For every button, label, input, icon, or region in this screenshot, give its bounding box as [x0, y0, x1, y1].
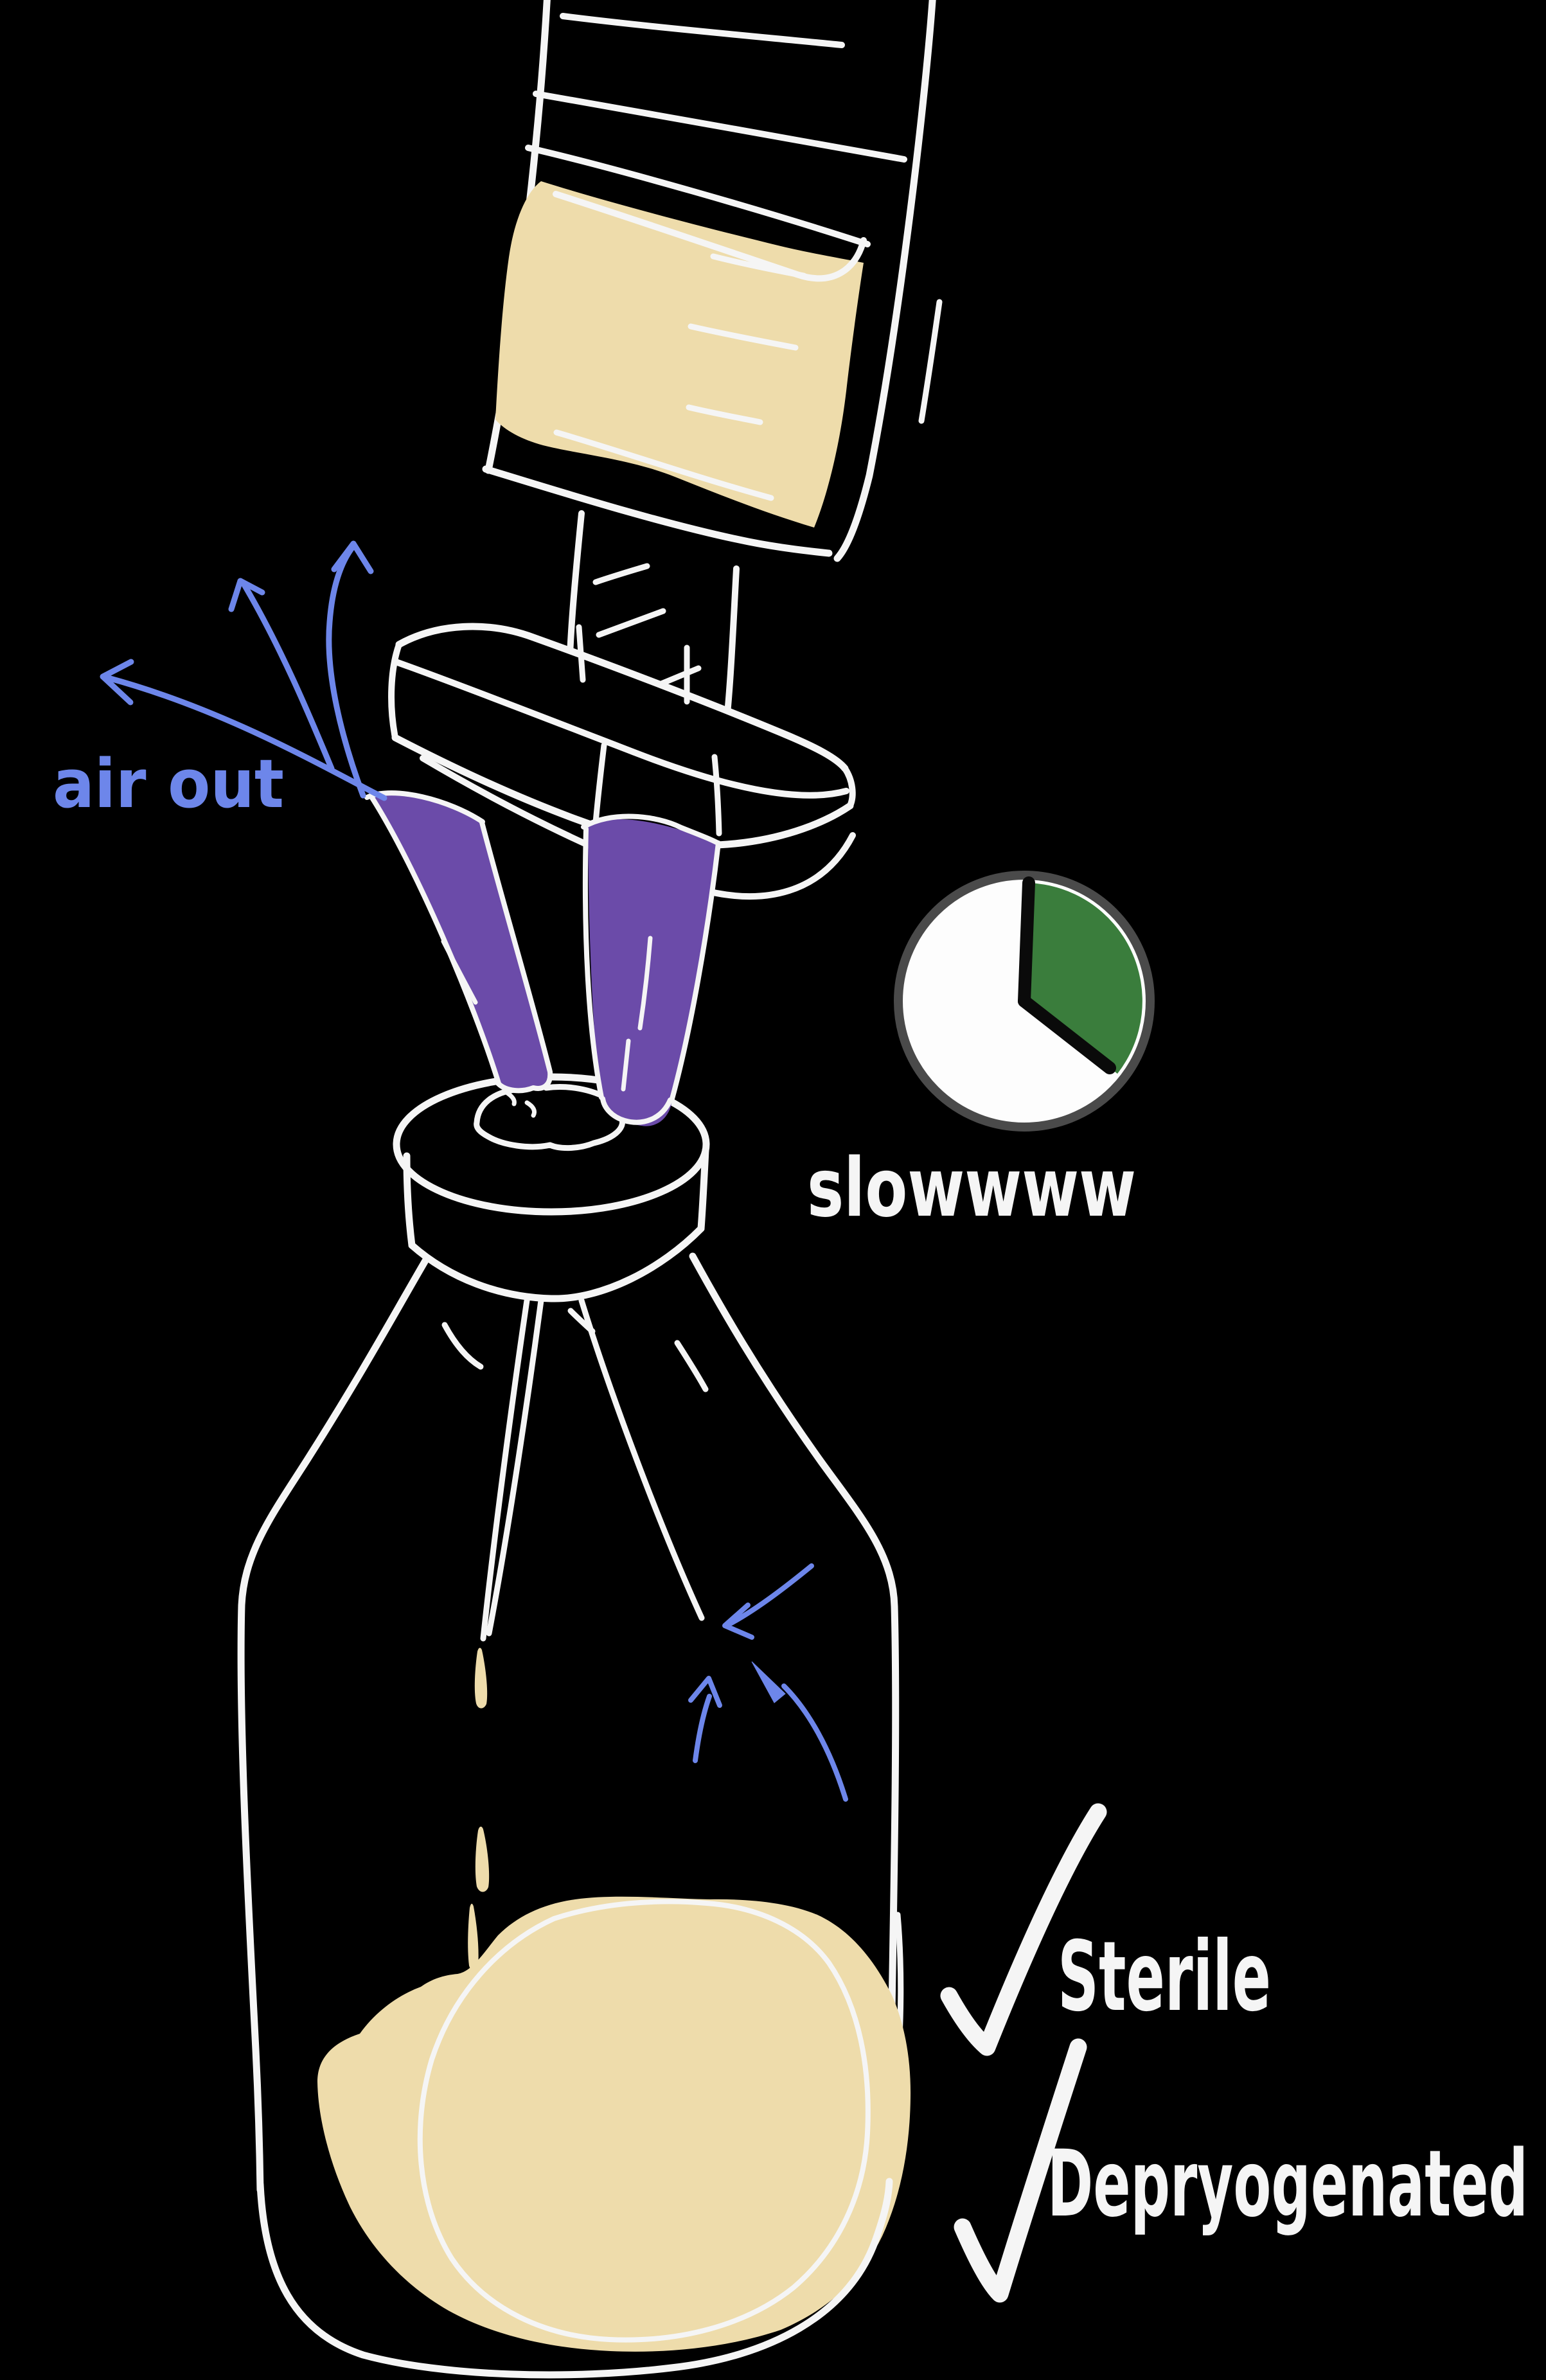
air-out-arrow-left: [105, 675, 387, 801]
filter-disc-right-cap: [842, 765, 856, 809]
stopper-bottom-edge: [408, 1225, 705, 1302]
depryogenated-label: Depryogenated: [1047, 2130, 1528, 2237]
clock-green-sector: [1024, 883, 1142, 1074]
filter-disc-top-edge: [395, 623, 849, 772]
syringe: [482, 0, 943, 761]
filter-disc-top-edge-sketch: [393, 659, 849, 799]
injection-needle-highlight-2: [621, 1038, 631, 1092]
wall-arrow-a-head: [722, 1603, 754, 1640]
bottle-left-outline: [237, 1257, 429, 2194]
sterile-label: Sterile: [1058, 1921, 1271, 2033]
wall-arrow-a-tail: [729, 1563, 814, 1626]
liquid-drip-1: [474, 1647, 488, 1709]
slow-label: slowwww: [807, 1141, 1136, 1235]
checkmark-icon-depryogenated: [954, 2038, 1087, 2303]
bottle-bottom-outline: [256, 2178, 893, 2379]
air-out-arrow-mid: [241, 582, 335, 772]
air-out-arrow-up: [326, 543, 366, 799]
injection-needle-highlight-1: [637, 936, 653, 1031]
needle-entry-curl-2: [524, 1100, 537, 1118]
wall-arrow-c-tail: [693, 1694, 712, 1763]
liquid-drip-3: [468, 1903, 479, 1971]
liquid-pool-inner-line: [417, 1899, 871, 2343]
filter-stem-upper-left: [576, 624, 586, 683]
vent-needle-outline-right: [479, 820, 553, 1094]
needles: [364, 790, 725, 1126]
syringe-tip-hatch-1: [592, 563, 650, 585]
injection-needle-outline-bottom: [600, 1096, 673, 1125]
clock-hand-hour: [1018, 995, 1116, 1074]
syringe-liquid-meniscus: [553, 191, 867, 282]
liquid-pool: [317, 1896, 911, 2352]
syringe-liquid-streak-4: [553, 429, 774, 501]
syringe-tip-hatch-2: [596, 608, 666, 638]
syringe-liquid-streak-1: [710, 253, 807, 279]
bottle: [237, 1252, 911, 2379]
checkmark-icon-sterile: [940, 1803, 1107, 2056]
air-out-annotation: air out: [53, 540, 387, 823]
liquid-stream-line-right: [578, 1297, 705, 1621]
clock-hand-minute: [1018, 876, 1035, 1008]
wall-arrow-b-head: [751, 1661, 786, 1703]
injection-needle-outline-top: [581, 813, 725, 848]
vent-needle-outline-left: [369, 794, 501, 1086]
air-out-arrow-mid-head: [228, 578, 265, 612]
syringe-plunger-line-3: [525, 145, 871, 247]
liquid-stream-line-1: [480, 1297, 530, 1642]
syringe-barrel-bottom: [482, 465, 833, 557]
checklist: Sterile Depryogenated: [940, 1803, 1528, 2303]
syringe-barrel-right-edge: [833, 0, 936, 562]
injection-needle-body: [588, 819, 718, 1126]
wall-arrow-b-tail: [781, 1683, 848, 1802]
syringe-liquid-streak-3: [686, 404, 763, 425]
stopper-top-ellipse: [393, 1073, 710, 1216]
vent-needle-highlight: [441, 939, 478, 1005]
needle-entry-curl-1: [504, 1090, 517, 1106]
filter-stem-lower-right: [711, 754, 722, 837]
wall-flow-annotation: [688, 1563, 848, 1802]
stopper-wall-left: [403, 1152, 416, 1249]
syringe-plunger-line-1: [560, 13, 845, 48]
injection-needle-outline-right: [670, 840, 721, 1101]
liquid-stream-stub: [567, 1308, 596, 1335]
air-out-arrow-left-head: [100, 659, 134, 706]
air-out-label: air out: [53, 745, 284, 823]
syringe-liquid-streak-2: [688, 323, 799, 351]
filter-disc-left-cap: [388, 641, 402, 741]
liquid-stream-line-2: [486, 1297, 544, 1637]
stopper-wall-right: [697, 1146, 709, 1232]
vent-needle-body: [371, 793, 549, 1091]
liquid-drip-2: [475, 1826, 490, 1892]
syringe-plunger-line-2: [533, 91, 907, 163]
bottle-shoulder-inner-left: [441, 1322, 484, 1370]
wall-arrow-c-head: [688, 1676, 722, 1708]
air-out-arrow-up-head: [331, 540, 374, 574]
syringe-barrel-right-edge-sketch: [918, 299, 943, 424]
bottle-shoulder-inner-right: [674, 1340, 709, 1392]
injection-needle-outline-left: [582, 826, 604, 1100]
timer: slowwww: [807, 871, 1155, 1235]
